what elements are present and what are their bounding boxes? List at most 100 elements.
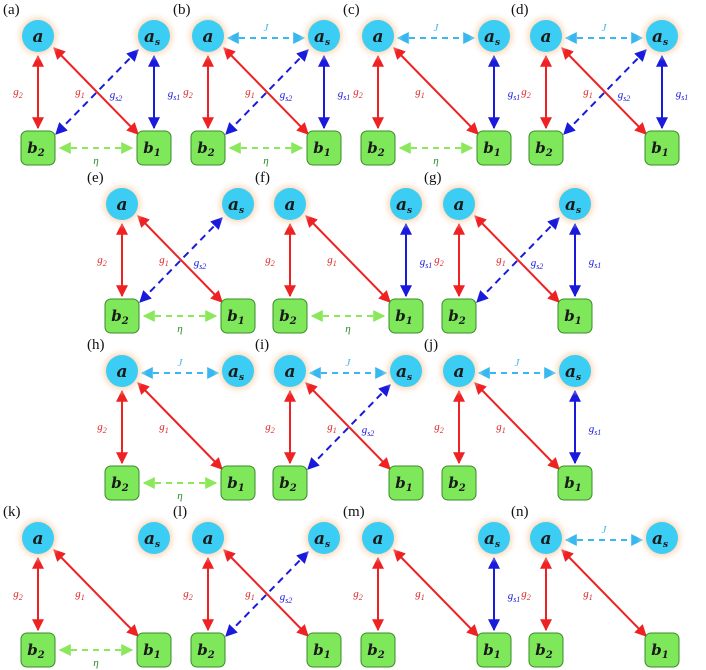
node-b1-label: b1: [227, 307, 244, 327]
panel-label: (h): [87, 337, 105, 353]
node-b1-box: [306, 130, 342, 166]
label-g1: g1: [415, 588, 425, 602]
label-eta: η: [93, 657, 98, 669]
link-g1: [561, 549, 647, 637]
label-gs1: gs1: [338, 88, 351, 102]
node-b1-box: [388, 465, 424, 501]
label-gs1: gs1: [168, 88, 181, 102]
node-a-label: a: [284, 195, 295, 215]
label-gs2: gs2: [194, 257, 207, 271]
node-b1-label: b1: [313, 641, 330, 661]
node-a-circle: [22, 522, 54, 554]
label-g2: g2: [13, 86, 23, 100]
label-eta: η: [177, 490, 182, 502]
node-b2-box: [441, 465, 477, 501]
node-a-label: a: [284, 362, 295, 382]
node-b1-label: b1: [651, 139, 668, 159]
node-a-circle: [443, 355, 475, 387]
label-g2: g2: [434, 421, 444, 435]
node-as-label: as: [144, 27, 160, 48]
link-gs2: [563, 49, 647, 135]
node-as-circle: [390, 188, 422, 220]
node-a-label: a: [453, 362, 464, 382]
label-g2: g2: [97, 421, 107, 435]
label-g1: g1: [75, 588, 85, 602]
panel-label: (k): [3, 504, 21, 520]
node-a-label: a: [202, 27, 213, 47]
link-gs2: [225, 551, 309, 637]
node-as-label: as: [144, 529, 160, 550]
panel-label: (i): [255, 337, 269, 353]
link-g1: [53, 549, 139, 637]
panel-label: (l): [173, 504, 187, 520]
panel-label: (n): [511, 504, 529, 520]
node-as-circle: [222, 355, 254, 387]
node-as-label: as: [314, 27, 330, 48]
link-gs2: [476, 217, 560, 303]
label-gs2: gs2: [280, 89, 293, 103]
node-a-label: a: [116, 362, 127, 382]
node-b2-box: [528, 632, 564, 668]
label-J: J: [346, 357, 352, 369]
panel-label: (m): [343, 504, 365, 520]
node-a-circle: [362, 522, 394, 554]
node-b2-label: b2: [535, 641, 553, 661]
label-J: J: [602, 524, 608, 536]
node-as-circle: [478, 20, 510, 52]
link-g1: [474, 215, 560, 303]
node-b2-label: b2: [279, 474, 297, 494]
label-J: J: [515, 357, 521, 369]
node-b2-label: b2: [197, 139, 215, 159]
label-g2: g2: [353, 588, 363, 602]
panel-label: (e): [87, 170, 104, 186]
link-gs2: [139, 217, 223, 303]
label-g1: g1: [75, 86, 85, 100]
node-b1-label: b1: [395, 474, 412, 494]
label-g2: g2: [353, 86, 363, 100]
label-J: J: [602, 22, 608, 34]
node-b2-label: b2: [448, 307, 466, 327]
node-a-label: a: [32, 529, 43, 549]
node-b2-box: [360, 130, 396, 166]
node-a-label: a: [116, 195, 127, 215]
node-a-circle: [362, 20, 394, 52]
node-b2-label: b2: [27, 139, 45, 159]
panel-label: (c): [343, 2, 360, 18]
node-as-circle: [559, 355, 591, 387]
node-a-circle: [106, 355, 138, 387]
link-gs2: [55, 49, 139, 135]
label-g2: g2: [521, 588, 531, 602]
label-g1: g1: [245, 86, 255, 100]
label-g2: g2: [97, 254, 107, 268]
label-g1: g1: [159, 421, 169, 435]
node-b1-label: b1: [395, 307, 412, 327]
node-as-circle: [646, 20, 678, 52]
link-g1: [53, 47, 139, 135]
label-J: J: [434, 22, 440, 34]
node-a-circle: [192, 522, 224, 554]
node-b1-box: [476, 130, 512, 166]
label-gs1: gs1: [508, 88, 521, 102]
label-gs1: gs1: [589, 423, 602, 437]
node-b2-label: b2: [535, 139, 553, 159]
node-b2-box: [360, 632, 396, 668]
node-as-label: as: [228, 362, 244, 383]
node-b2-label: b2: [367, 139, 385, 159]
node-b2-box: [20, 632, 56, 668]
node-b2-label: b2: [448, 474, 466, 494]
link-gs2: [225, 49, 309, 135]
node-as-circle: [646, 522, 678, 554]
label-eta: η: [177, 323, 182, 335]
node-b2-label: b2: [367, 641, 385, 661]
node-a-circle: [274, 355, 306, 387]
node-b2-box: [528, 130, 564, 166]
node-a-circle: [530, 522, 562, 554]
node-b1-label: b1: [313, 139, 330, 159]
